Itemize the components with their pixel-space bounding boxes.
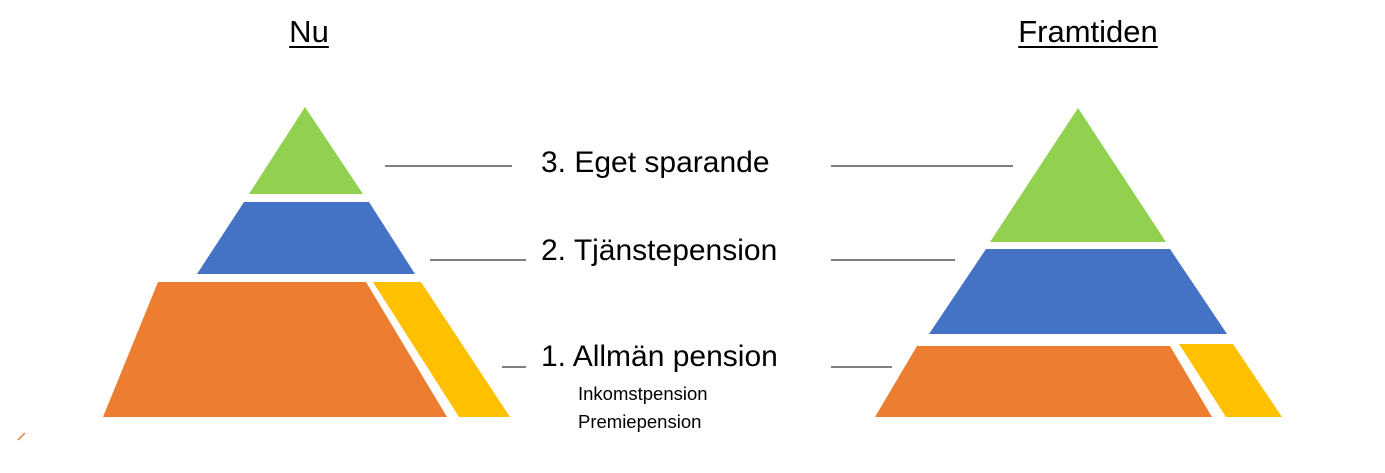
future-tier-own-savings xyxy=(990,108,1166,242)
future-tier-occupational xyxy=(929,249,1227,334)
label-public-pension: 1. Allmän pension xyxy=(541,340,778,373)
now-tier-occupational xyxy=(197,202,415,274)
label-own-savings: 3. Eget sparande xyxy=(541,146,770,179)
pyramid-future xyxy=(875,108,1282,417)
future-tier-premium-pension xyxy=(1179,344,1282,417)
corner-mark xyxy=(17,432,26,441)
now-tier-income-pension xyxy=(103,282,447,417)
now-tier-premium-pension xyxy=(373,282,510,417)
connector-lines xyxy=(385,165,1013,368)
title-now: Nu xyxy=(289,14,329,49)
label-occupational: 2. Tjänstepension xyxy=(541,234,778,267)
now-tier-own-savings xyxy=(249,107,363,194)
title-future: Framtiden xyxy=(1018,14,1158,49)
label-premium-pension: Premiepension xyxy=(578,411,702,432)
pyramid-now xyxy=(103,107,510,417)
label-income-pension: Inkomstpension xyxy=(578,383,708,404)
future-tier-income-pension xyxy=(875,346,1212,417)
